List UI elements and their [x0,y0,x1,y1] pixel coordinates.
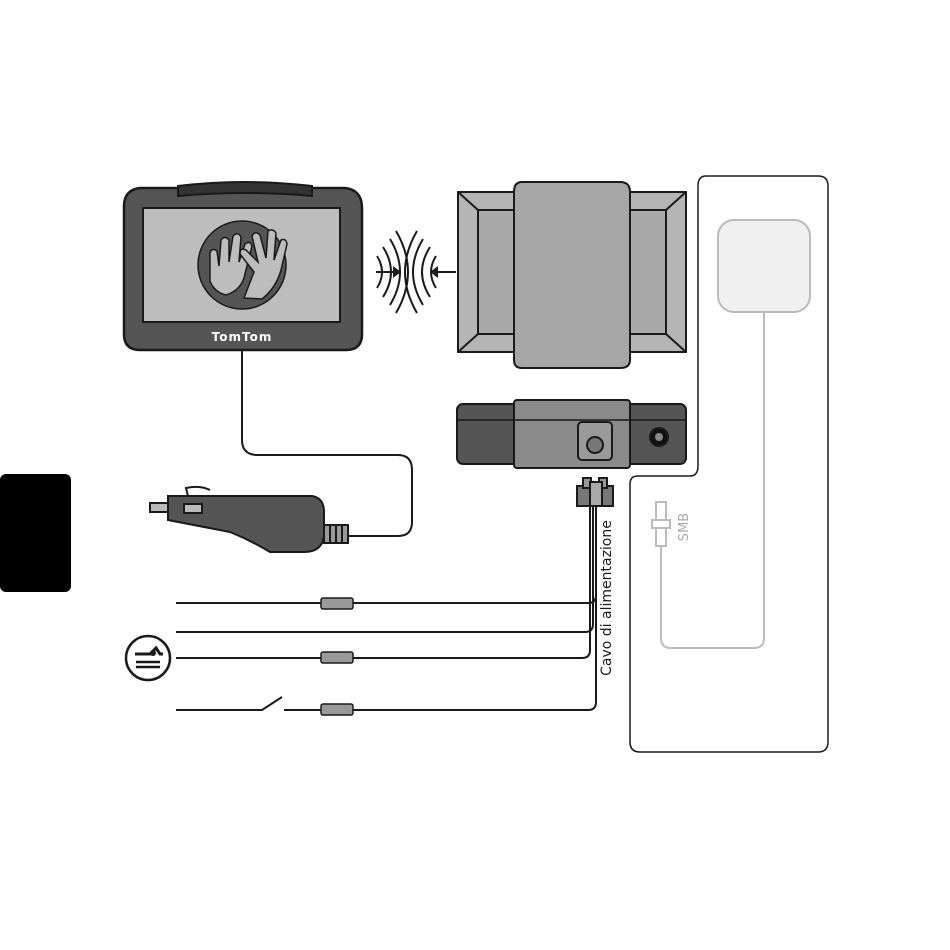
car-charger [150,487,348,552]
power-cable-label: Cavo di alimentazione [599,520,615,676]
brand-wordmark: TomTom [212,330,273,344]
smb-connector [652,502,670,546]
smb-label: SMB [677,513,692,541]
section-tab [0,474,71,592]
dock-side-view [457,400,686,468]
dock-mount [458,182,686,368]
tomtom-logo-icon [198,221,287,309]
power-plug [577,478,613,506]
tomtom-device: TomTom [124,182,362,350]
wireless-connection-icon [376,231,456,313]
ignition-icon [126,636,170,680]
inline-fuses [321,598,353,715]
